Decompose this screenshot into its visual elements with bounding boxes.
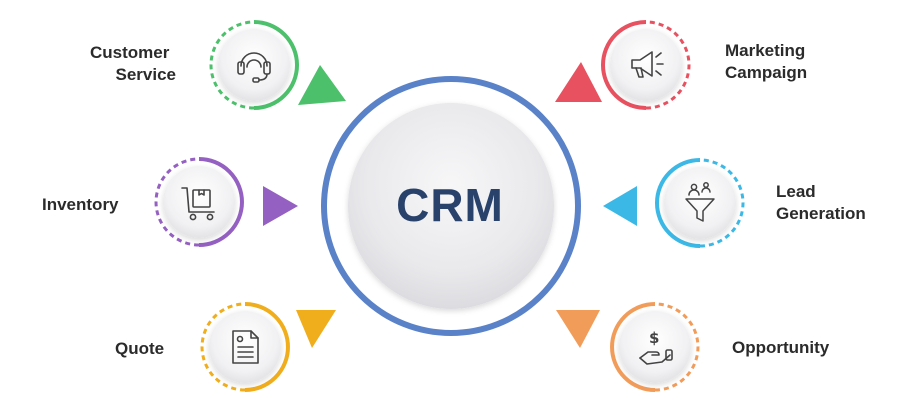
opportunity-arrow (556, 310, 600, 348)
lead-generation-ring-solid (655, 158, 701, 248)
node-quote (200, 302, 290, 392)
node-customer-service (209, 20, 299, 110)
crm-title: CRM (396, 179, 504, 231)
opportunity-ring-solid (610, 302, 656, 392)
opportunity-label: Opportunity (732, 337, 829, 359)
lead-generation-ring-dashed (699, 158, 745, 248)
lead-generation-disc (664, 167, 736, 239)
node-lead-generation (655, 158, 745, 248)
document-icon (232, 330, 259, 364)
marketing-campaign-label: Marketing Campaign (725, 40, 807, 84)
quote-arrow (296, 310, 336, 348)
quote-label: Quote (115, 338, 164, 360)
node-inventory (154, 157, 244, 247)
inventory-ring-solid (198, 157, 244, 247)
pointer-arrows (263, 62, 637, 348)
headset-icon (237, 52, 271, 83)
quote-ring-dashed (200, 302, 246, 392)
quote-label-line-1: Quote (115, 339, 165, 358)
opportunity-disc (619, 311, 691, 383)
lead-generation-label-line-1: Lead (776, 182, 816, 201)
opportunity-label-line-1: Opportunity (732, 338, 830, 357)
inventory-ring-dashed (154, 157, 200, 247)
customer-service-ring-dashed (209, 20, 255, 110)
hand-dollar-icon: $ (639, 329, 673, 365)
crm-hub (321, 76, 581, 336)
lead-generation-arrow (603, 186, 637, 226)
marketing-campaign-disc (610, 29, 682, 101)
inventory-label-line-1: Inventory (42, 195, 119, 214)
marketing-campaign-label-line-2: Campaign (725, 63, 808, 82)
lead-generation-label: Lead Generation (776, 181, 866, 225)
customer-service-arrow (298, 65, 346, 105)
customer-service-label-line-2: Service (115, 65, 177, 84)
customer-service-disc (218, 29, 290, 101)
cart-box-icon (181, 187, 215, 221)
marketing-campaign-ring-dashed (645, 20, 691, 110)
customer-service-label-line-1: Customer (90, 43, 170, 62)
inventory-label: Inventory (42, 194, 119, 216)
quote-ring-solid (244, 302, 290, 392)
node-opportunity: $ (610, 302, 700, 392)
inventory-arrow (263, 186, 298, 226)
crm-hub-ring (321, 76, 581, 336)
crm-hub-disc (348, 103, 554, 309)
marketing-campaign-ring-solid (601, 20, 647, 110)
customer-service-ring-solid (253, 20, 299, 110)
lead-generation-label-line-2: Generation (776, 204, 866, 223)
marketing-campaign-label-line-1: Marketing (725, 41, 806, 60)
opportunity-ring-dashed (654, 302, 700, 392)
inventory-disc (163, 166, 235, 238)
megaphone-icon (631, 51, 664, 78)
svg-text:$: $ (649, 329, 659, 347)
funnel-people-icon (685, 182, 715, 222)
marketing-campaign-arrow (555, 62, 602, 102)
node-marketing-campaign (601, 20, 691, 110)
customer-service-label: Customer Service (90, 42, 176, 86)
